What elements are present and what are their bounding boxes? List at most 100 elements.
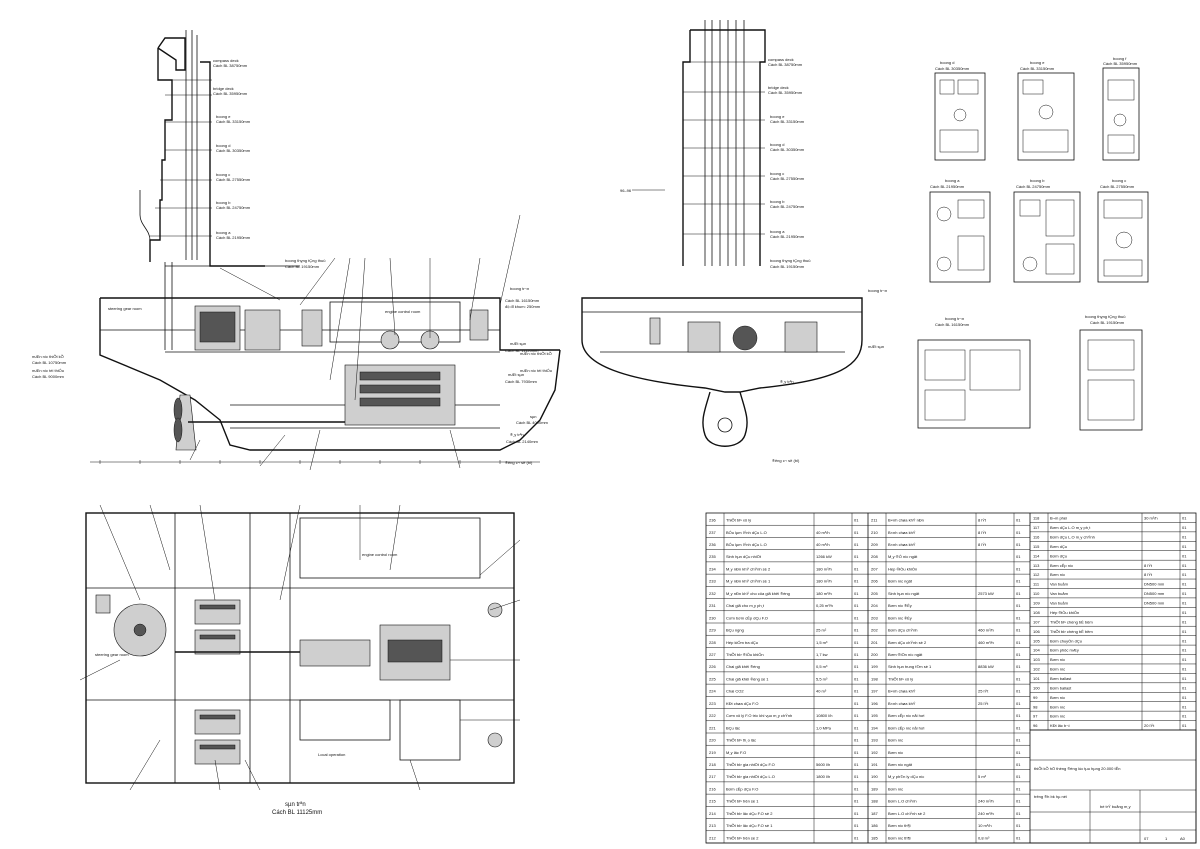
- section-deck-label: boong th­ỵng tÇng thuû: [770, 258, 810, 263]
- table-cell: 1,5 m³: [816, 640, 828, 645]
- plan-view: steering gear room engine control room L…: [79, 504, 521, 816]
- profile-deck-label: boong th­ỵng tÇng thuû: [285, 258, 325, 263]
- table-cell: 203: [871, 615, 878, 620]
- deck-plan-label: boong c: [1112, 178, 1126, 183]
- table-cell: 01: [854, 835, 859, 840]
- table-cell: 206: [871, 579, 878, 584]
- table-cell: 111: [1033, 582, 1040, 587]
- table-cell: 01: [1182, 676, 1187, 681]
- table-cell: 460 m³/h: [978, 640, 994, 645]
- table-cell: 108: [1033, 610, 1040, 615]
- table-cell: 01: [1016, 738, 1021, 743]
- table-cell: Bơm n­íc ®Èy: [888, 603, 912, 608]
- table-cell: 216: [709, 786, 716, 791]
- table-cell: 8 lÝt: [978, 518, 987, 523]
- deck-plan-label: Cách BL 33150mm: [1020, 66, 1055, 71]
- table-cell: 01: [1016, 786, 1021, 791]
- table-cell: 185: [871, 835, 878, 840]
- table-cell: 8836 kW: [978, 664, 994, 669]
- table-cell: 01: [1016, 603, 1021, 608]
- table-cell: Sinh hµn n­íc ngät: [888, 591, 920, 596]
- table-cell: 01: [1182, 648, 1187, 653]
- table-cell: 187: [871, 811, 878, 816]
- profile-deck-label: boong a: [216, 230, 231, 235]
- table-cell: Bơm n­íc: [888, 750, 903, 755]
- table-cell: Bơm n­íc: [888, 738, 903, 743]
- table-cell: Sinh hµn dÇu nhiÖt: [726, 554, 762, 559]
- table-cell: Bơm n­íc: [1050, 667, 1065, 672]
- table-cell: 237: [709, 530, 716, 535]
- table-cell: 10 m³/h: [978, 823, 992, 828]
- level-label: mÆt sµn: [508, 372, 524, 377]
- table-cell: Hép ®iÒu khiÓn: [1050, 610, 1079, 615]
- table-cell: 240 m³/h: [978, 811, 994, 816]
- table-cell: 213: [709, 823, 716, 828]
- table-cell: 103: [1033, 657, 1040, 662]
- table-cell: Chai giã khëi ®éng: [726, 664, 760, 669]
- level-elev: Cách BL 16150mm: [505, 298, 540, 303]
- table-cell: 01: [1182, 667, 1187, 672]
- section-level-label: mÆt sµn: [868, 344, 884, 349]
- table-cell: 01: [854, 811, 859, 816]
- table-cell: 01: [1016, 530, 1021, 535]
- section-deck-label: boong c: [770, 171, 784, 176]
- table-cell: 198: [871, 676, 878, 681]
- table-cell: ThiÕt bÞ chèng bÉ bëm: [1050, 629, 1093, 634]
- table-cell: 01: [854, 518, 859, 523]
- table-cell: 218: [709, 762, 716, 767]
- table-cell: 01: [1182, 704, 1187, 709]
- table-cell: 202: [871, 628, 878, 633]
- sheet-number: 07: [1144, 836, 1149, 841]
- table-cell: 109: [1033, 601, 1040, 606]
- table-cell: 01: [854, 689, 859, 694]
- table-cell: 100: [1033, 685, 1040, 690]
- table-cell: 01: [1016, 689, 1021, 694]
- table-cell: 01: [1016, 762, 1021, 767]
- section-deck-elev: Cách BL 21950mm: [770, 234, 805, 239]
- deck-plan-elev: Cách BL 27550mm: [1100, 184, 1135, 189]
- table-cell: 240 m³/h: [978, 799, 994, 804]
- table-cell: 226: [709, 664, 716, 669]
- level-label: boong tr¬n: [510, 286, 529, 291]
- table-cell: 01: [1182, 516, 1187, 521]
- table-cell: 01: [1016, 676, 1021, 681]
- table-cell: 217: [709, 774, 716, 779]
- table-cell: 01: [1182, 582, 1187, 587]
- table-cell: Bơm n­íc ®Èy: [888, 615, 912, 620]
- waterline-label: mÆn n­íc tèi thiÓu: [32, 368, 64, 373]
- table-cell: 1,0 MPa: [816, 725, 832, 730]
- table-cell: 225: [709, 676, 716, 681]
- table-cell: 01: [1016, 628, 1021, 633]
- table-cell: 192: [871, 750, 878, 755]
- table-cell: ThiÕt bÞ th¸o läc: [726, 738, 756, 743]
- plan-title: sµn trªn: [285, 801, 306, 808]
- table-cell: 01: [854, 823, 859, 828]
- table-cell: 180 m³/h: [816, 579, 832, 584]
- section-deck-label: compass deck: [768, 57, 794, 62]
- steering-gear-room-label: steering gear room: [95, 652, 129, 657]
- table-cell: 01: [1182, 638, 1187, 643]
- table-cell: 116: [1033, 534, 1040, 539]
- table-cell: 01: [1182, 553, 1187, 558]
- profile-deck-elev: Cách BL 24750mm: [216, 205, 251, 210]
- table-cell: 233: [709, 579, 716, 584]
- waterline-elev: Cách BL 10750mm: [32, 360, 67, 365]
- table-cell: 30 m³/h: [1144, 516, 1158, 521]
- table-cell: M¸y ®Ó n­íc ngät: [888, 554, 918, 559]
- table-cell: 01: [1182, 534, 1187, 539]
- table-cell: KÐt läc b¬i: [1050, 723, 1070, 728]
- profile-deck-elev: Cách BL 27550mm: [216, 177, 251, 182]
- table-cell: Hép ®iÒu khiÓn: [888, 566, 917, 571]
- section-deck-elev: Cách BL 33150mm: [770, 119, 805, 124]
- section-cut-label: 96–96: [620, 188, 632, 193]
- table-cell: Bơm dÇu chÝnh: [888, 628, 918, 633]
- table-cell: 460 m³/h: [978, 628, 994, 633]
- table-cell: 195: [871, 713, 878, 718]
- table-cell: 01: [1182, 591, 1187, 596]
- table-cell: Bơm ballast: [1050, 676, 1072, 681]
- table-cell: BÇu ng­ng: [726, 628, 744, 633]
- table-cell: 200: [871, 652, 878, 657]
- profile-deck-elev: Cách BL 33150mm: [216, 119, 251, 124]
- table-cell: 01: [854, 640, 859, 645]
- table-cell: Bơm n­íc: [1050, 695, 1065, 700]
